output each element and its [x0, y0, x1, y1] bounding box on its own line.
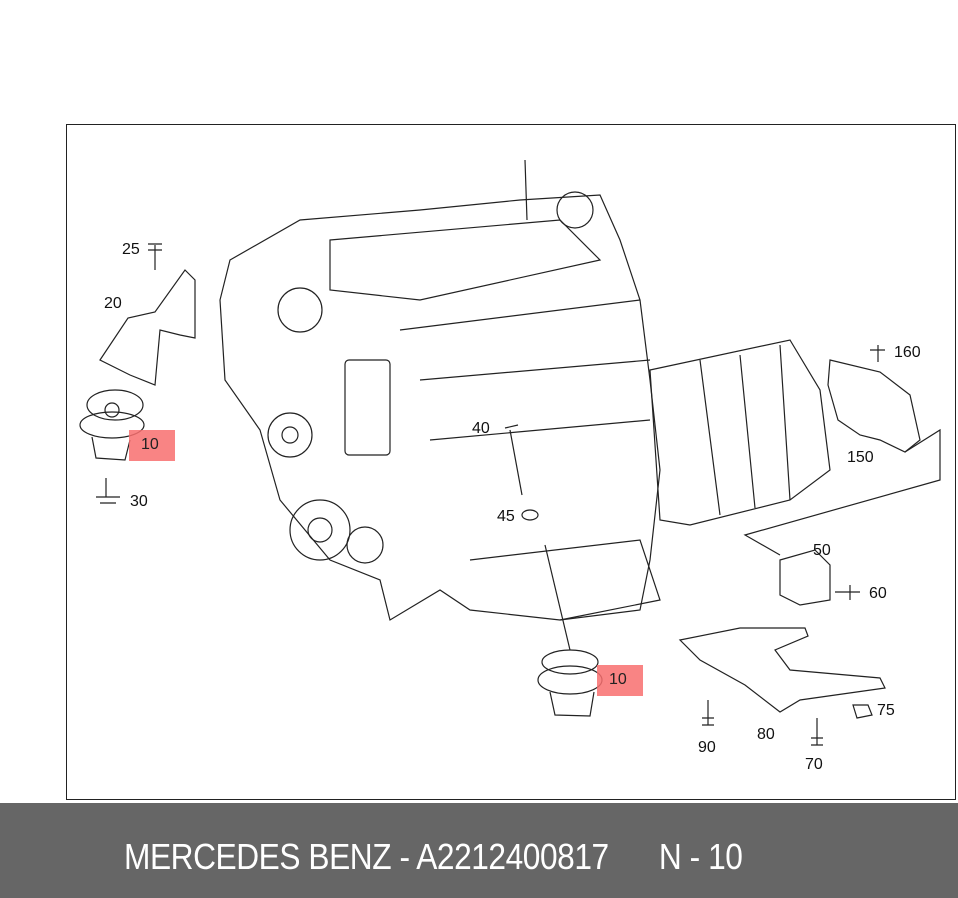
part-info-banner: [0, 803, 958, 898]
diagram-frame: [66, 124, 956, 800]
callout-45[interactable]: 45: [497, 508, 515, 525]
bolt-30: [96, 478, 120, 504]
callout-80[interactable]: 80: [757, 726, 775, 743]
bolt-40: [504, 424, 523, 496]
crossmember-80: [678, 627, 886, 713]
callout-50[interactable]: 50: [813, 542, 831, 559]
callout-75[interactable]: 75: [877, 702, 895, 719]
nut-75: [852, 704, 873, 719]
callout-10-highlighted[interactable]: 10: [597, 665, 643, 696]
callout-160[interactable]: 160: [894, 344, 921, 361]
engine-mount-10-left: [79, 389, 145, 461]
callout-70[interactable]: 70: [805, 756, 823, 773]
leader-150: [743, 428, 941, 556]
transmission: [649, 339, 831, 526]
engine-block: [219, 159, 661, 621]
part-number-caption: MERCEDES BENZ - A2212400817 N - 10: [124, 836, 743, 877]
bolt-90: [702, 700, 714, 726]
callout-25[interactable]: 25: [122, 241, 140, 258]
callout-10-highlighted[interactable]: 10: [129, 430, 175, 461]
washer-45: [521, 509, 539, 521]
callout-20[interactable]: 20: [104, 295, 122, 312]
bolt-25: [148, 243, 162, 270]
mount-50: [779, 549, 831, 606]
callout-40[interactable]: 40: [472, 420, 490, 437]
heat-shield-20: [99, 269, 196, 386]
bolt-70: [811, 718, 823, 746]
callout-90[interactable]: 90: [698, 739, 716, 756]
bracket-150: [827, 359, 921, 453]
callout-150[interactable]: 150: [847, 449, 874, 466]
callout-30[interactable]: 30: [130, 493, 148, 510]
engine-exploded-view-drawing: [79, 159, 941, 746]
callout-60[interactable]: 60: [869, 585, 887, 602]
engine-mount-10-center: [537, 544, 603, 717]
